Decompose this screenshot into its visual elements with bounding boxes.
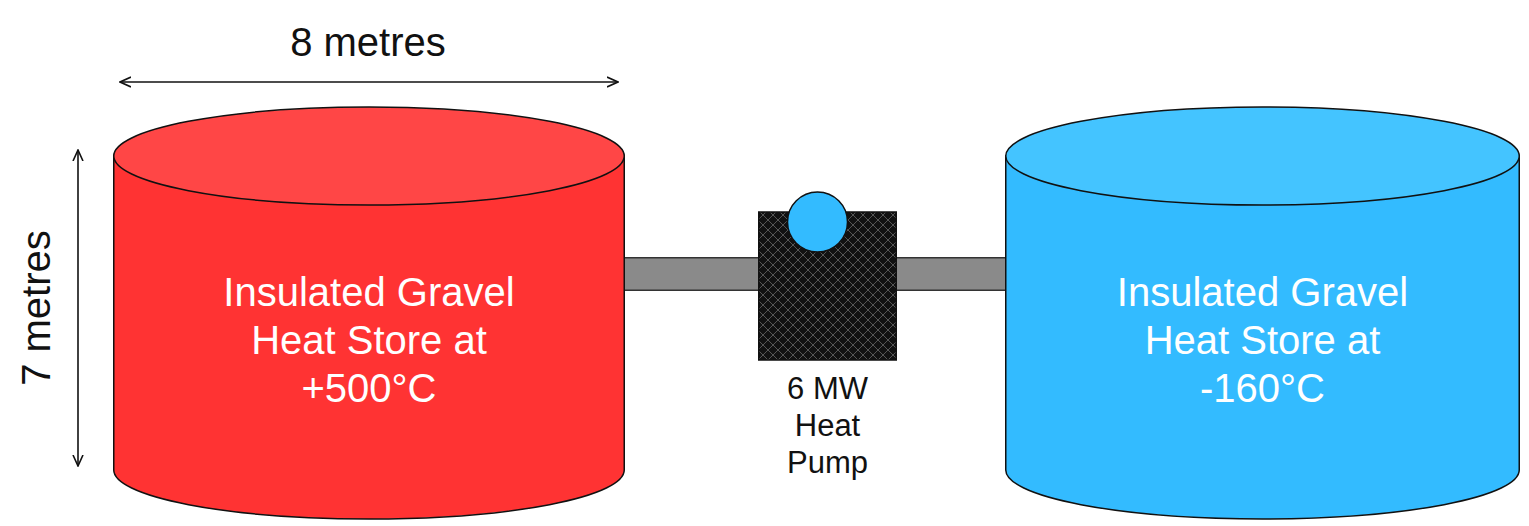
hot-store-cylinder: Insulated Gravel Heat Store at +500°C bbox=[113, 106, 625, 520]
pipe bbox=[625, 259, 758, 290]
heat-pump-box: 6 MW Heat Pump bbox=[758, 190, 897, 486]
pipe-outline bbox=[897, 257, 1005, 291]
width-dimension: 8 metres bbox=[290, 20, 446, 64]
node-text: Insulated Gravel Heat Store at -160°C bbox=[1078, 268, 1448, 412]
height-dimension-arrow bbox=[77, 150, 79, 466]
node-text: Insulated Gravel Heat Store at +500°C bbox=[184, 268, 554, 412]
pipe bbox=[897, 259, 1005, 290]
pipe-group bbox=[897, 274, 1005, 275]
cold-store-cylinder: Insulated Gravel Heat Store at -160°C bbox=[1005, 106, 1520, 520]
node-text: 6 MW Heat Pump bbox=[772, 370, 884, 482]
pipe-outline bbox=[625, 257, 758, 291]
heat-pump-symbol bbox=[758, 190, 897, 362]
width-dimension-arrow bbox=[120, 81, 618, 83]
height-dimension: 7 metres bbox=[14, 230, 58, 386]
pipe-group bbox=[625, 274, 758, 275]
